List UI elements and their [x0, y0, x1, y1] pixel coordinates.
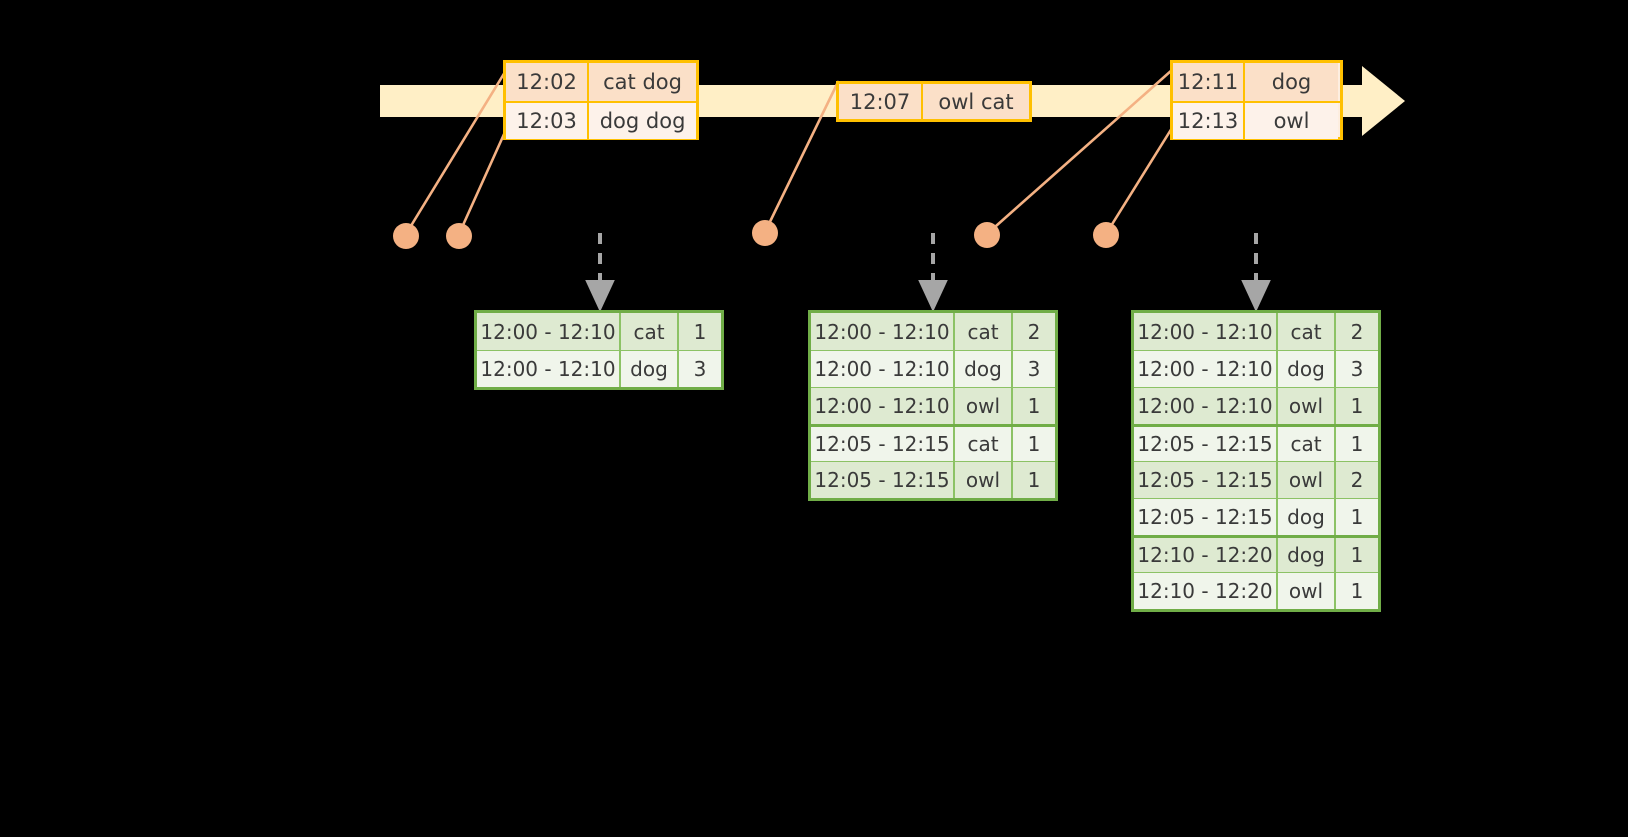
table-row: 12:00 - 12:10 dog 3: [1134, 350, 1378, 387]
count-cell: 1: [1336, 499, 1378, 535]
count-cell: 1: [679, 313, 721, 350]
window-cell: 12:00 - 12:10: [811, 351, 955, 387]
count-cell: 1: [1013, 388, 1055, 424]
event-row: 12:03 dog dog: [506, 101, 696, 139]
event-time: 12:07: [839, 84, 923, 119]
window-cell: 12:05 - 12:15: [1134, 499, 1278, 535]
table-row: 12:10 - 12:20 dog 1: [1134, 535, 1378, 572]
event-dot-1: [393, 223, 419, 249]
event-dot-3: [752, 220, 778, 246]
count-cell: 2: [1013, 313, 1055, 350]
key-cell: cat: [1278, 427, 1336, 461]
window-cell: 12:05 - 12:15: [1134, 427, 1278, 461]
key-cell: owl: [1278, 388, 1336, 424]
window-cell: 12:00 - 12:10: [1134, 351, 1278, 387]
table-row: 12:00 - 12:10 cat 2: [1134, 313, 1378, 350]
result-table-2: 12:00 - 12:10 cat 2 12:00 - 12:10 dog 3 …: [808, 310, 1058, 501]
key-cell: dog: [955, 351, 1013, 387]
table-row: 12:00 - 12:10 cat 1: [477, 313, 721, 350]
event-value: owl: [1245, 103, 1338, 139]
table-row: 12:00 - 12:10 dog 3: [477, 350, 721, 387]
table-row: 12:05 - 12:15 cat 1: [1134, 424, 1378, 461]
event-time: 12:13: [1173, 103, 1245, 139]
emit-arrows: [585, 233, 1271, 312]
window-cell: 12:10 - 12:20: [1134, 538, 1278, 572]
key-cell: dog: [621, 351, 679, 387]
event-time: 12:11: [1173, 63, 1245, 101]
event-value: dog: [1245, 63, 1338, 101]
event-box-group-3: 12:11 dog 12:13 owl: [1170, 60, 1343, 140]
event-box-group-1: 12:02 cat dog 12:03 dog dog: [503, 60, 699, 140]
event-box-group-2: 12:07 owl cat: [836, 81, 1032, 122]
count-cell: 2: [1336, 313, 1378, 350]
key-cell: owl: [955, 388, 1013, 424]
count-cell: 1: [1013, 462, 1055, 498]
count-cell: 3: [1013, 351, 1055, 387]
count-cell: 1: [1336, 538, 1378, 572]
table-row: 12:05 - 12:15 cat 1: [811, 424, 1055, 461]
event-dot-5: [1093, 222, 1119, 248]
event-dot-2: [446, 223, 472, 249]
event-time: 12:03: [506, 103, 590, 139]
window-cell: 12:00 - 12:10: [1134, 388, 1278, 424]
window-cell: 12:00 - 12:10: [811, 313, 955, 350]
result-table-1: 12:00 - 12:10 cat 1 12:00 - 12:10 dog 3: [474, 310, 724, 390]
window-cell: 12:05 - 12:15: [1134, 462, 1278, 498]
window-cell: 12:05 - 12:15: [811, 427, 955, 461]
event-row: 12:07 owl cat: [839, 84, 1029, 119]
key-cell: dog: [1278, 499, 1336, 535]
table-row: 12:05 - 12:15 owl 1: [811, 461, 1055, 498]
key-cell: owl: [955, 462, 1013, 498]
event-dot-4: [974, 222, 1000, 248]
count-cell: 1: [1336, 427, 1378, 461]
window-cell: 12:10 - 12:20: [1134, 573, 1278, 609]
count-cell: 3: [1336, 351, 1378, 387]
event-value: dog dog: [589, 103, 696, 139]
table-row: 12:05 - 12:15 dog 1: [1134, 498, 1378, 535]
event-dots: [393, 220, 1119, 249]
event-value: owl cat: [923, 84, 1029, 119]
table-row: 12:05 - 12:15 owl 2: [1134, 461, 1378, 498]
window-cell: 12:00 - 12:10: [477, 313, 621, 350]
count-cell: 3: [679, 351, 721, 387]
window-cell: 12:05 - 12:15: [811, 462, 955, 498]
table-row: 12:10 - 12:20 owl 1: [1134, 572, 1378, 609]
window-cell: 12:00 - 12:10: [811, 388, 955, 424]
event-row: 12:11 dog: [1173, 63, 1340, 101]
count-cell: 1: [1336, 388, 1378, 424]
key-cell: owl: [1278, 573, 1336, 609]
event-value: cat dog: [589, 63, 696, 101]
event-time: 12:02: [506, 63, 590, 101]
key-cell: cat: [955, 313, 1013, 350]
event-row: 12:13 owl: [1173, 101, 1340, 139]
window-cell: 12:00 - 12:10: [477, 351, 621, 387]
count-cell: 1: [1336, 573, 1378, 609]
result-table-3: 12:00 - 12:10 cat 2 12:00 - 12:10 dog 3 …: [1131, 310, 1381, 612]
window-cell: 12:00 - 12:10: [1134, 313, 1278, 350]
key-cell: cat: [1278, 313, 1336, 350]
event-row: 12:02 cat dog: [506, 63, 696, 101]
count-cell: 2: [1336, 462, 1378, 498]
table-row: 12:00 - 12:10 owl 1: [1134, 387, 1378, 424]
table-row: 12:00 - 12:10 cat 2: [811, 313, 1055, 350]
key-cell: dog: [1278, 351, 1336, 387]
key-cell: cat: [955, 427, 1013, 461]
table-row: 12:00 - 12:10 owl 1: [811, 387, 1055, 424]
table-row: 12:00 - 12:10 dog 3: [811, 350, 1055, 387]
key-cell: cat: [621, 313, 679, 350]
key-cell: owl: [1278, 462, 1336, 498]
key-cell: dog: [1278, 538, 1336, 572]
count-cell: 1: [1013, 427, 1055, 461]
